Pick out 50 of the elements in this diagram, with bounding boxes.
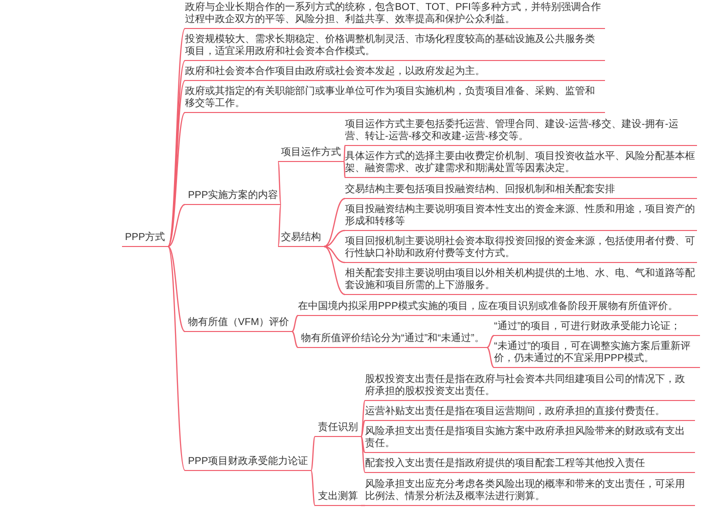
connector-line <box>310 470 316 506</box>
connector-line <box>361 504 365 506</box>
connector-line <box>168 112 186 247</box>
topic-note: 政府与企业长期合作的一系列方式的统称，包含BOT、TOT、PFI等多种方式，并特别强调合作过程中政企双方的平等、风险分担、利益共享、效率提高和保护公众利益。 <box>185 2 605 29</box>
topic-note: 在中国境内拟采用PPP模式实施的项目，应在项目识别或准备阶段开展物有所值评价。 <box>298 301 698 316</box>
branch-topic: 项目运作方式 <box>278 147 344 162</box>
topic-note: 投资规模较大、需求长期稳定、价格调整机制灵活、市场化程度较高的基础设施及公共服务类项目，适宜采用政府和社会资本合作模式。 <box>185 34 605 61</box>
topic-note: 相关配套安排主要说明由项目以外相关机构提供的土地、水、电、气和道路等配套设施和项目所需的上下游服务。 <box>345 268 697 295</box>
connector-line <box>324 246 346 296</box>
connector-line <box>292 331 298 348</box>
branch-topic: 物有所值评价结论分为“通过”和“未通过”。 <box>298 333 488 348</box>
connector-line <box>360 400 366 437</box>
branch-topic: 物有所值（VFM）评价 <box>185 317 292 332</box>
topic-note: 风险承担支出应充分考虑各类风险出现的概率和带来的支出责任，可采用比例法、情景分析法及概率法进行测算。 <box>365 479 695 506</box>
topic-note: 项目回报机制主要说明社会资本取得投资回报的资金来源，包括使用者付费、可行性缺口补助和政府付费等支付方式。 <box>345 236 697 263</box>
connector-line <box>360 436 366 453</box>
topic-note: “未通过”的项目，可在调整实施方案后重新评价，仍未通过的不宜采用PPP模式。 <box>494 341 700 368</box>
connector-line <box>168 204 186 248</box>
connector-line <box>343 161 346 178</box>
connector-line <box>277 204 282 247</box>
topic-note: 交易结构主要包括项目投融资结构、回报机制和相关配套安排 <box>345 184 697 199</box>
topic-note: 风险承担支出责任是指项目实施方案中政府承担风险带来的财政或有支出责任。 <box>365 426 695 453</box>
branch-topic: 支出测算 <box>315 491 361 506</box>
root-topic: PPP方式 <box>122 232 168 247</box>
branch-topic: 责任识别 <box>315 422 361 437</box>
connector-line <box>324 246 346 264</box>
topic-note: “通过”的项目，可进行财政承受能力论证； <box>494 321 700 336</box>
connector-line <box>324 198 346 248</box>
connector-line <box>486 334 494 348</box>
topic-note: 政府或其指定的有关职能部门或事业单位可作为项目实施机构，负责项目准备、采购、监管和移交等工作。 <box>185 86 605 113</box>
topic-note: 运营补贴支出责任是指在项目运营期间，政府承担的直接付费责任。 <box>365 406 695 421</box>
topic-note: 配套投入支出责任是指政府提供的项目配套工程等其他投入责任 <box>365 458 695 473</box>
connector-line <box>360 420 366 437</box>
topic-note: 政府和社会资本合作项目由政府或社会资本发起，以政府发起为主。 <box>185 66 605 81</box>
topic-note: 股权投资支出责任是指在政府与社会资本共同组建项目公司的情况下，政府承担的股权投资支出责任。 <box>365 374 695 401</box>
connector-line <box>343 145 346 162</box>
connector-line <box>168 246 186 332</box>
branch-topic: PPP实施方案的内容 <box>185 190 282 205</box>
topic-note: 项目投融资结构主要说明项目资本性支出的资金来源、性质和用途，项目资产的形成和转移等 <box>345 204 697 231</box>
connector-line <box>277 161 282 205</box>
topic-note: 项目运作方式主要包括委托运营、管理合同、建设-运营-移交、建设-拥有-运营、转让-运营-移交和改建-运营-移交等。 <box>345 119 697 146</box>
connector-line <box>324 230 346 248</box>
topic-note: 具体运作方式的选择主要由收费定价机制、项目投资收益水平、风险分配基本框架、融资需求、改扩建需求和期满处置等因素决定。 <box>345 151 697 178</box>
connector-line <box>310 436 316 471</box>
connector-line <box>486 347 494 368</box>
connector-line <box>167 246 186 471</box>
connector-line <box>292 315 298 332</box>
branch-topic: 交易结构 <box>278 232 324 247</box>
branch-topic: PPP项目财政承受能力论证 <box>185 456 312 471</box>
connector-line <box>360 436 366 473</box>
